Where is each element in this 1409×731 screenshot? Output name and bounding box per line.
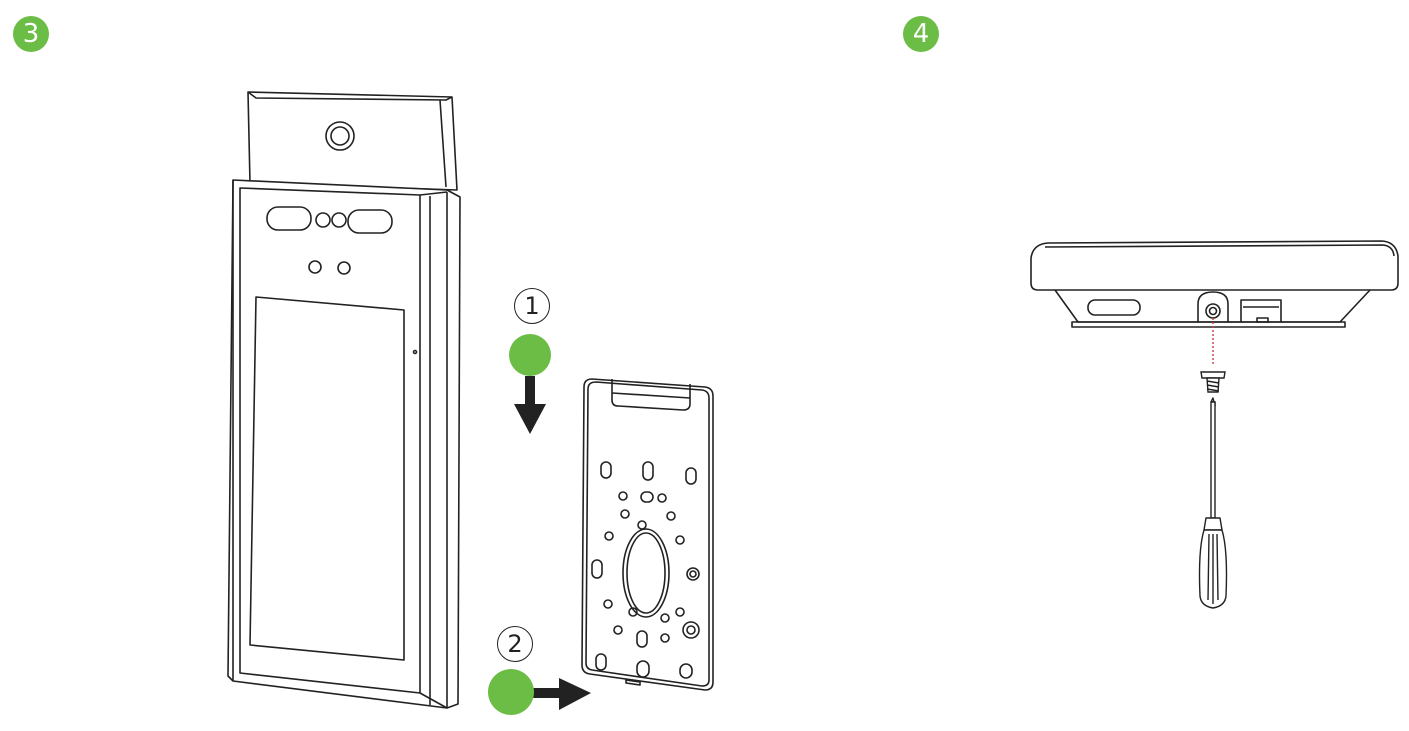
device-screen [249, 296, 405, 661]
top-camera-lens [325, 121, 355, 151]
screw-icon [1200, 371, 1226, 393]
screwdriver-icon [1198, 397, 1228, 609]
step-4-badge: 4 [903, 16, 939, 52]
substep-2-label: 2 [497, 626, 533, 662]
device-bottom-view [1030, 240, 1399, 328]
device-illustration [227, 91, 461, 709]
mounting-plate-illustration [581, 378, 714, 691]
arrow-right-icon [488, 669, 591, 715]
step-3-badge: 3 [13, 16, 49, 52]
front-sensors [266, 206, 393, 275]
mounting-holes [591, 461, 700, 686]
arrow-down-icon [509, 334, 551, 434]
substep-1-label: 1 [514, 288, 550, 324]
